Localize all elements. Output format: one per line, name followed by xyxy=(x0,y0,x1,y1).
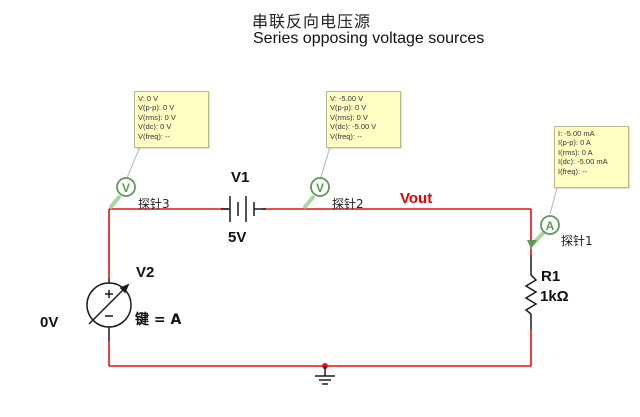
v2-key-label: 键 = A xyxy=(135,312,182,328)
reading: I(dc): -5.00 mA xyxy=(558,157,608,167)
reading: V(dc): 0 V xyxy=(138,122,172,132)
reading: I: -5.00 mA xyxy=(558,129,595,138)
v2-name-label: V2 xyxy=(136,264,155,281)
probe2-label: 探针2 xyxy=(332,197,364,211)
reading: I(rms): 0 A xyxy=(558,147,593,157)
reading: V(rms): 0 V xyxy=(330,112,368,122)
v1-name-label: V1 xyxy=(231,169,250,186)
reading: I(freq): -- xyxy=(558,166,588,176)
voltage-source-v2-symbol[interactable] xyxy=(86,278,132,341)
probe3-label: 探针3 xyxy=(138,197,170,211)
reading: V(freq): -- xyxy=(138,131,171,141)
wires xyxy=(108,208,532,367)
title-chinese: 串联反向电压源 xyxy=(252,12,372,31)
r1-value-label: 1kΩ xyxy=(540,288,569,305)
v1-value-label: 5V xyxy=(228,229,247,246)
reading: V(p-p): 0 V xyxy=(330,103,367,113)
reading: V(p-p): 0 V xyxy=(138,103,175,113)
battery-v1-symbol[interactable] xyxy=(221,196,266,222)
probe1-readings-tooltip: I: -5.00 mA I(p-p): 0 A I(rms): 0 A I(dc… xyxy=(554,126,629,188)
probe1-current-icon[interactable]: A xyxy=(527,215,560,249)
probe-leaders xyxy=(125,146,558,215)
net-label-vout[interactable]: Vout xyxy=(400,190,433,207)
title-english: Series opposing voltage sources xyxy=(253,30,485,47)
probe1-label: 探针1 xyxy=(561,234,593,248)
svg-text:A: A xyxy=(546,219,555,233)
reading: V(freq): -- xyxy=(330,131,363,141)
ground-symbol[interactable] xyxy=(315,363,335,385)
probe2-readings-tooltip: V: -5.00 V V(p-p): 0 V V(rms): 0 V V(dc)… xyxy=(326,91,401,148)
probe2-voltage-icon[interactable]: V xyxy=(302,177,330,210)
reading: V: -5.00 V xyxy=(330,94,364,103)
resistor-r1-symbol[interactable] xyxy=(524,255,538,330)
r1-name-label: R1 xyxy=(541,268,561,285)
reading: I(p-p): 0 A xyxy=(558,138,591,148)
v2-voltage-label: 0V xyxy=(40,314,59,331)
svg-text:V: V xyxy=(122,181,130,195)
reading: V: 0 V xyxy=(138,94,159,103)
probe3-voltage-icon[interactable]: V xyxy=(108,177,136,210)
probe3-readings-tooltip: V: 0 V V(p-p): 0 V V(rms): 0 V V(dc): 0 … xyxy=(134,91,209,148)
reading: V(rms): 0 V xyxy=(138,112,176,122)
svg-text:V: V xyxy=(316,181,324,195)
reading: V(dc): -5.00 V xyxy=(330,122,377,132)
